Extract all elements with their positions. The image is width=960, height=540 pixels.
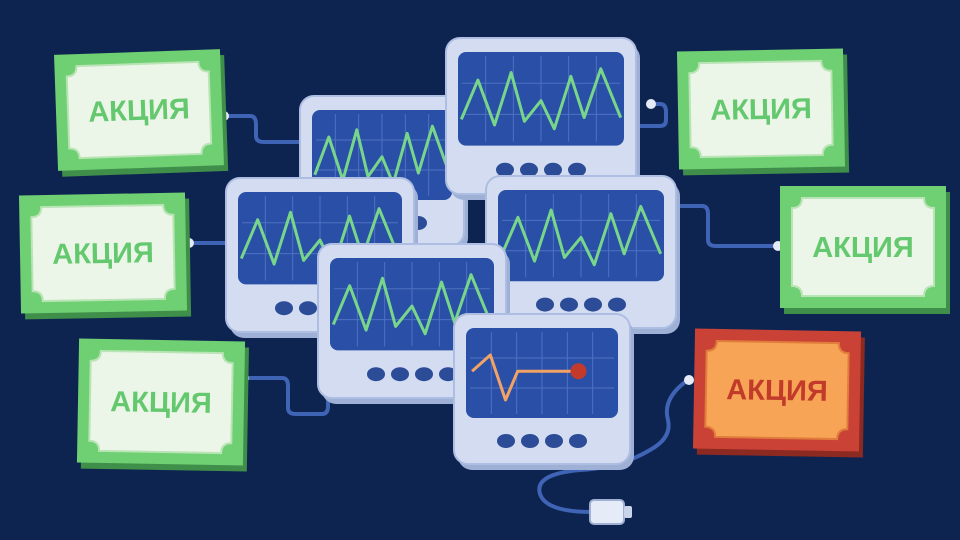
monitor-button [496, 162, 514, 177]
heart-monitor-icon [485, 175, 680, 334]
stock-card: АКЦИЯ [18, 192, 192, 320]
monitor-button [536, 297, 554, 312]
monitor-button [608, 297, 626, 312]
stock-card-label: АКЦИЯ [52, 237, 154, 271]
heartbeat-trace [459, 67, 623, 131]
stock-card-label: АКЦИЯ [726, 374, 828, 408]
monitor-button [391, 367, 409, 382]
stock-card-label: АКЦИЯ [110, 386, 212, 420]
cable-plug-icon [589, 499, 632, 525]
heart-monitor-icon [453, 313, 634, 470]
stock-card-label: АКЦИЯ [88, 93, 191, 129]
monitor-button [544, 162, 562, 177]
heart-monitor-icon [445, 37, 640, 200]
stock-card-label: АКЦИЯ [710, 93, 812, 127]
flatline-dot [570, 363, 587, 380]
stock-card: АКЦИЯ [780, 186, 950, 314]
flatline-trace [471, 353, 576, 402]
monitor-button [520, 162, 538, 177]
monitor-button [439, 367, 457, 382]
monitor-button [275, 301, 293, 316]
monitor-button [545, 434, 563, 448]
monitor-button [299, 301, 317, 316]
heartbeat-trace [313, 124, 451, 186]
monitor-button [521, 434, 539, 448]
monitor-cluster [225, 37, 680, 470]
heartbeat-trace [499, 204, 663, 267]
stock-card-group: АКЦИЯ АКЦИЯ АКЦИЯ АКЦИЯ АКЦИЯ АКЦИЯ [18, 48, 950, 472]
monitor-button [367, 367, 385, 382]
stock-card: АКЦИЯ [54, 49, 229, 177]
stock-card-alert: АКЦИЯ [692, 328, 865, 458]
monitor-button [569, 434, 587, 448]
heartbeat-trace [331, 273, 493, 336]
heartbeat-trace [239, 207, 401, 270]
monitor-button [497, 434, 515, 448]
monitor-button [415, 367, 433, 382]
stock-card: АКЦИЯ [76, 338, 249, 472]
monitor-button [560, 297, 578, 312]
monitor-button [568, 162, 586, 177]
monitor-button [584, 297, 602, 312]
stock-card-label: АКЦИЯ [812, 232, 914, 264]
stock-card: АКЦИЯ [676, 48, 850, 176]
